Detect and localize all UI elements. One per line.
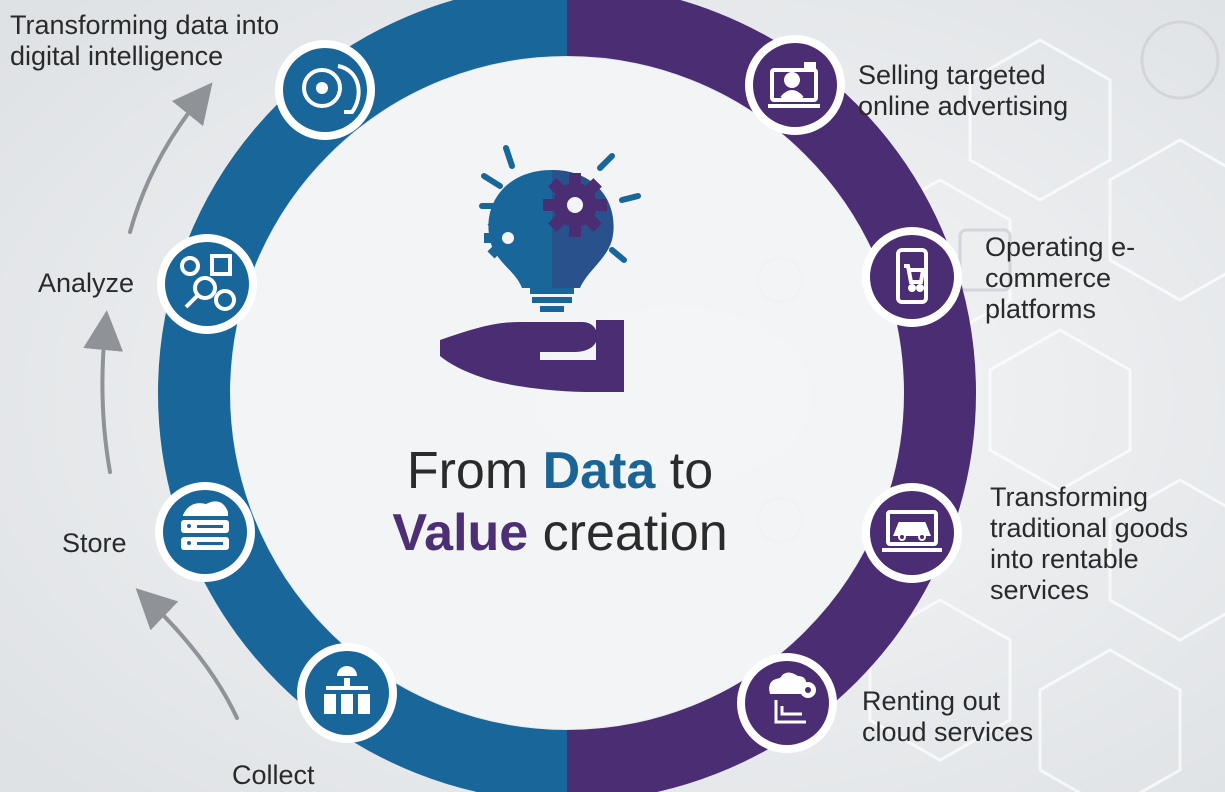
item-icon-ecommerce [862, 227, 962, 327]
center-title-data: Data [542, 442, 656, 500]
step-label-transform: Transforming data into digital intellige… [10, 10, 280, 71]
step-icon-analyze [157, 234, 257, 334]
online-ad-icon [768, 62, 820, 108]
arrow-collect-to-store [135, 588, 239, 720]
ring-left-half [158, 0, 568, 792]
step-label-store: Store [62, 528, 127, 558]
step-icon-transform [275, 40, 375, 140]
center-title-line-2: Value creation [340, 502, 780, 564]
center-title-value: Value [392, 504, 529, 562]
arrow-store-to-analyze [83, 310, 124, 474]
item-label-ecommerce: Operating e-commerce platforms [985, 232, 1136, 324]
step-icon-store [155, 482, 255, 582]
step-icon-collect [297, 643, 397, 743]
step-label-collect: Collect [232, 760, 315, 790]
lightbulb-gears-icon [479, 145, 641, 312]
item-icon-cloud [737, 653, 837, 753]
car-laptop-icon [882, 510, 942, 552]
server-network-icon [324, 666, 370, 714]
item-icon-rentable [862, 483, 962, 583]
process-arrows [83, 82, 239, 720]
mobile-cart-icon [896, 248, 928, 304]
item-label-cloud: Renting out cloud services [862, 686, 1034, 747]
ring-inner-disc [231, 57, 903, 729]
item-label-rentable: Transforming traditional goods into rent… [990, 482, 1189, 605]
item-icon-advertising [745, 35, 845, 135]
cloud-gear-icon [769, 672, 816, 698]
arrow-analyze-to-transform [128, 82, 213, 234]
center-title-line-1: From Data to [340, 440, 780, 502]
center-title: From Data to Value creation [340, 440, 780, 564]
step-label-analyze: Analyze [38, 268, 135, 298]
center-title-to: to [655, 442, 714, 500]
brain-circuit-icon [302, 68, 342, 108]
center-title-from: From [406, 442, 543, 500]
item-label-advertising: Selling targeted online advertising [858, 60, 1069, 121]
hand-icon [440, 320, 624, 392]
analytics-icon [180, 254, 236, 311]
center-title-creation: creation [528, 504, 728, 562]
